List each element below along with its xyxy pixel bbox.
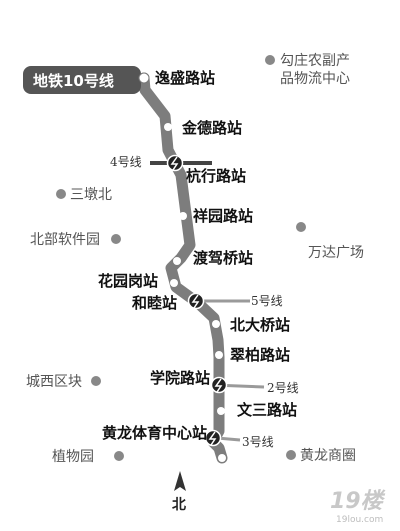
station-xueyuanlu[interactable]: 学院路站 <box>150 369 228 394</box>
watermark-text: 19楼 <box>330 489 386 514</box>
poi-chengxi: 城西区块 <box>26 374 101 390</box>
transfer-arrow-icon <box>214 378 223 393</box>
poi-dot-icon <box>111 234 121 244</box>
poi-gouzhuang: 勾庄农副产 品物流中心 <box>265 52 350 87</box>
station-xiangyuanlu[interactable]: 祥园路站 <box>179 207 253 225</box>
station-hanghanglu[interactable]: 杭行路站 <box>166 154 247 186</box>
station-yishenglu[interactable]: 逸盛路站 <box>138 69 215 87</box>
station-dot <box>179 212 187 220</box>
poi-dot-icon <box>286 450 296 460</box>
poi-label: 城西区块 <box>26 374 82 390</box>
poi-label: 三墩北 <box>70 187 112 203</box>
station-dujiaqiao[interactable]: 渡驾桥站 <box>173 249 253 267</box>
poi-label: 品物流中心 <box>280 71 350 87</box>
station-label: 祥园路站 <box>193 207 253 225</box>
poi-wanda: 万达广场 <box>296 222 364 261</box>
station-cuibailu[interactable]: 翠柏路站 <box>215 346 290 364</box>
transfer-icon <box>187 292 205 310</box>
transfer-icon <box>166 154 184 172</box>
station-label: 金德路站 <box>181 119 242 137</box>
transfer-arrow-icon <box>170 156 179 171</box>
poi-dot-icon <box>114 451 124 461</box>
station-dot <box>212 320 220 328</box>
poi-dot-icon <box>296 222 306 232</box>
poi-label: 万达广场 <box>308 245 364 261</box>
station-label: 和睦站 <box>132 294 177 312</box>
station-dot <box>173 257 181 265</box>
station-label: 文三路站 <box>237 401 297 419</box>
station-dot <box>217 407 225 415</box>
line-badge <box>23 66 141 94</box>
poi-huanglong-shangquan: 黄龙商圈 <box>286 447 356 464</box>
north-arrow: 北 <box>172 471 186 513</box>
station-label: 逸盛路站 <box>155 69 215 87</box>
watermark-url: 19lou.com <box>336 515 383 525</box>
station-dot <box>215 351 223 359</box>
transfer-arrow-icon <box>191 294 200 309</box>
station-label: 翠柏路站 <box>230 346 290 364</box>
station-huanglong[interactable]: 黄龙体育中心站 <box>102 424 222 447</box>
poi-dot-icon <box>56 189 66 199</box>
watermark-logo: 19楼 19lou.com <box>330 489 386 525</box>
terminal-dot <box>218 454 226 462</box>
transfer-label-line-3: 3号线 <box>242 435 274 449</box>
station-wensanlu[interactable]: 文三路站 <box>217 401 297 419</box>
transfer-icon <box>204 429 222 447</box>
poi-dot-icon <box>265 55 275 65</box>
poi-zhiwuyuan: 植物园 <box>52 449 124 465</box>
poi-label: 黄龙商圈 <box>300 447 356 464</box>
station-label: 北大桥站 <box>230 316 290 334</box>
transfer-label-line-4: 4号线 <box>110 155 142 169</box>
station-label: 黄龙体育中心站 <box>102 424 207 442</box>
transfer-label-line-2: 2号线 <box>267 381 299 395</box>
station-jindelu[interactable]: 金德路站 <box>164 119 242 137</box>
station-dot <box>138 72 150 84</box>
station-label: 渡驾桥站 <box>193 249 253 267</box>
poi-dot-icon <box>91 376 101 386</box>
line-badge-text: 地铁10号线 <box>33 72 114 90</box>
poi-beibu-ruanjianyuan: 北部软件园 <box>30 232 121 248</box>
poi-label: 北部软件园 <box>30 232 100 248</box>
station-label: 花园岗站 <box>98 272 158 290</box>
station-dot <box>170 279 178 287</box>
north-arrow-icon <box>174 471 186 491</box>
station-label: 杭行路站 <box>186 167 246 185</box>
north-label: 北 <box>172 497 186 513</box>
line-10-route <box>138 72 228 464</box>
station-dot <box>164 123 172 131</box>
transfer-label-line-5: 5号线 <box>251 294 283 308</box>
station-label: 学院路站 <box>150 369 210 387</box>
poi-sandunbei: 三墩北 <box>56 187 112 203</box>
transfer-arrow-icon <box>208 431 217 446</box>
poi-label: 植物园 <box>52 449 94 465</box>
station-beidaqiao[interactable]: 北大桥站 <box>212 316 290 334</box>
transfer-icon <box>210 376 228 394</box>
station-huayuangang[interactable]: 花园岗站 <box>98 272 178 290</box>
poi-label: 勾庄农副产 <box>280 52 350 69</box>
station-hemu[interactable]: 和睦站 <box>132 292 205 313</box>
